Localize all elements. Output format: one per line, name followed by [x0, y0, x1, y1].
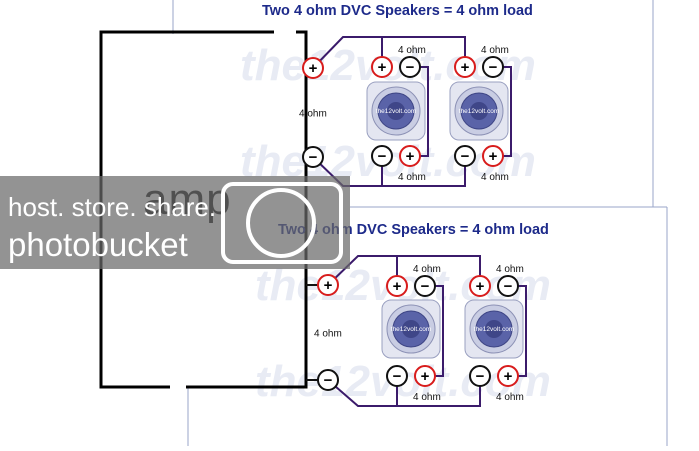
- panel2-speaker-2-bottom-positive-symbol: +: [504, 368, 513, 385]
- amp-tab-top: [274, 30, 296, 34]
- amp-tab-bottom: [170, 385, 186, 389]
- panel1-speaker-2-top-negative-symbol: −: [489, 59, 498, 76]
- panel1-amp-negative-terminal-ring: [302, 146, 324, 168]
- panel2-speaker-1-top-positive-symbol: +: [393, 278, 402, 295]
- panel2-speaker-2-bottom-positive: +: [497, 365, 519, 387]
- panel2-amp-negative-terminal-symbol: −: [324, 372, 333, 389]
- panel1-speaker-1-bottom-positive: +: [399, 145, 421, 167]
- panel1-speaker-1-logo: the12volt.com: [376, 108, 416, 115]
- panel2-amp-positive-terminal-symbol: +: [324, 277, 333, 294]
- panel2-speaker-1-top-negative: −: [414, 275, 436, 297]
- panel1-coil-label-1: 4 ohm: [398, 45, 426, 56]
- label-layer: 4 ohm 4 ohm 4 ohm 4 ohm 4 ohm 4 ohm 4 ohm 4 ohm…: [299, 45, 524, 403]
- panel2-coil-label-4: 4 ohm: [496, 392, 524, 403]
- panel2-speaker-2-top-positive-symbol: +: [476, 278, 485, 295]
- panel1-speaker-1-top-negative-ring: [399, 56, 421, 78]
- panel1-amp-positive-terminal-symbol: +: [309, 60, 318, 77]
- panel1-wire-amp-negative: [312, 156, 466, 187]
- panel1-coil-label-4: 4 ohm: [481, 172, 509, 183]
- camera-lens-icon: [221, 182, 343, 264]
- panel2-speaker-2-dustcap: [485, 320, 503, 338]
- panel1-speaker-2-bottom-negative-symbol: −: [461, 148, 470, 165]
- panel1-amp-positive-terminal-ring: [302, 57, 324, 79]
- panel1-speaker-2-top-positive-symbol: +: [461, 59, 470, 76]
- panel2-wire-amp-positive: [327, 255, 481, 286]
- panel1-speaker-1-top-negative: −: [399, 56, 421, 78]
- panel2-speaker-1-bottom-negative: −: [386, 365, 408, 387]
- panel1-speaker-2-bottom-positive-symbol: +: [489, 148, 498, 165]
- panel1-speaker-2-dustcap: [470, 102, 488, 120]
- panel2-coil-label-3: 4 ohm: [413, 392, 441, 403]
- panel1-speaker-2-top-negative-ring: [482, 56, 504, 78]
- panel2-speaker-1-bottom-positive: +: [414, 365, 436, 387]
- panel2-speaker-1-bottom-positive-ring: [414, 365, 436, 387]
- panel1-speaker-2-bottom-positive: +: [482, 145, 504, 167]
- panel1-speaker-1-top-positive-ring: [371, 56, 393, 78]
- panel1-speaker-1-bottom-negative-symbol: −: [378, 148, 387, 165]
- panel1-coil-label-3: 4 ohm: [398, 172, 426, 183]
- panel2-amp-positive-terminal-ring: [317, 274, 339, 296]
- panel1-speaker-1-bottom-negative-ring: [371, 145, 393, 167]
- panel2-coil-label-1: 4 ohm: [413, 264, 441, 275]
- photobucket-tagline: host. store. share.: [8, 192, 217, 222]
- panel2-amp-negative-terminal: −: [317, 369, 339, 391]
- panel2-speaker-2-top-negative-ring: [497, 275, 519, 297]
- panel1-speaker-1-top-negative-symbol: −: [406, 59, 415, 76]
- panel2-speaker-1-top-positive-ring: [386, 275, 408, 297]
- panel2-amp-positive-terminal: +: [317, 274, 339, 296]
- panel1-speaker-1-top-positive: +: [371, 56, 393, 78]
- camera-lens-inner-icon: [246, 188, 316, 258]
- panel1-amp-load-label: 4 ohm: [299, 109, 327, 120]
- panel1-speaker-2-bottom-positive-ring: [482, 145, 504, 167]
- panel1-amp-positive-terminal: +: [302, 57, 324, 79]
- panel2-speaker-1-dustcap: [402, 320, 420, 338]
- panel1-wire-amp-positive: [312, 36, 466, 69]
- panel1-coil-label-2: 4 ohm: [481, 45, 509, 56]
- panel2-speaker-2: the12volt.com: [464, 299, 524, 359]
- panel1-speaker-2-bottom-negative: −: [454, 145, 476, 167]
- panel2-speaker-2-bottom-negative-ring: [469, 365, 491, 387]
- panel2-speaker-1: the12volt.com: [381, 299, 441, 359]
- panel1-speaker-2: the12volt.com: [449, 81, 509, 141]
- terminal-layer: + − + − + − − + − + + − + − + − − + − +: [302, 56, 519, 391]
- panel2-speaker-1-top-negative-symbol: −: [421, 278, 430, 295]
- panel1-amp-negative-terminal-symbol: −: [309, 149, 318, 166]
- speaker-layer: the12volt.com the12volt.com the12volt.com t…: [366, 81, 524, 359]
- panel2-wire-amp-negative: [327, 376, 481, 407]
- panel2-coil-label-2: 4 ohm: [496, 264, 524, 275]
- panel2-amp-load-label: 4 ohm: [314, 329, 342, 340]
- panel1-speaker-1-bottom-negative: −: [371, 145, 393, 167]
- panel2-speaker-2-bottom-negative: −: [469, 365, 491, 387]
- panel1-speaker-2-top-positive-ring: [454, 56, 476, 78]
- panel2-speaker-2-logo: the12volt.com: [474, 326, 514, 333]
- panel2-speaker-1-bottom-negative-symbol: −: [393, 368, 402, 385]
- panel2-amp-negative-terminal-ring: [317, 369, 339, 391]
- panel1-speaker-1-bottom-positive-symbol: +: [406, 148, 415, 165]
- panel2-speaker-1-logo: the12volt.com: [391, 326, 431, 333]
- panel1-speaker-2-top-negative: −: [482, 56, 504, 78]
- panel2-speaker-1-top-negative-ring: [414, 275, 436, 297]
- panel1-speaker-2-top-positive: +: [454, 56, 476, 78]
- panel2-speaker-2-bottom-negative-symbol: −: [476, 368, 485, 385]
- panel1-speaker-1-dustcap: [387, 102, 405, 120]
- panel1-speaker-1-top-positive-symbol: +: [378, 59, 387, 76]
- panel2-speaker-1-bottom-positive-symbol: +: [421, 368, 430, 385]
- photobucket-logo-text: photobucket: [8, 226, 188, 263]
- panel1-speaker-1-bottom-positive-ring: [399, 145, 421, 167]
- panel1-speaker-2-logo: the12volt.com: [459, 108, 499, 115]
- panel1-speaker-1: the12volt.com: [366, 81, 426, 141]
- panel1-speaker-2-bottom-negative-ring: [454, 145, 476, 167]
- panel2-speaker-1-top-positive: +: [386, 275, 408, 297]
- panel2-speaker-1-bottom-negative-ring: [386, 365, 408, 387]
- panel1-amp-negative-terminal: −: [302, 146, 324, 168]
- panel2-speaker-2-top-negative-symbol: −: [504, 278, 513, 295]
- panel1-title: Two 4 ohm DVC Speakers = 4 ohm load: [262, 3, 533, 19]
- panel2-speaker-2-top-positive: +: [469, 275, 491, 297]
- panel2-speaker-2-bottom-positive-ring: [497, 365, 519, 387]
- panel2-speaker-2-top-positive-ring: [469, 275, 491, 297]
- panel2-speaker-2-top-negative: −: [497, 275, 519, 297]
